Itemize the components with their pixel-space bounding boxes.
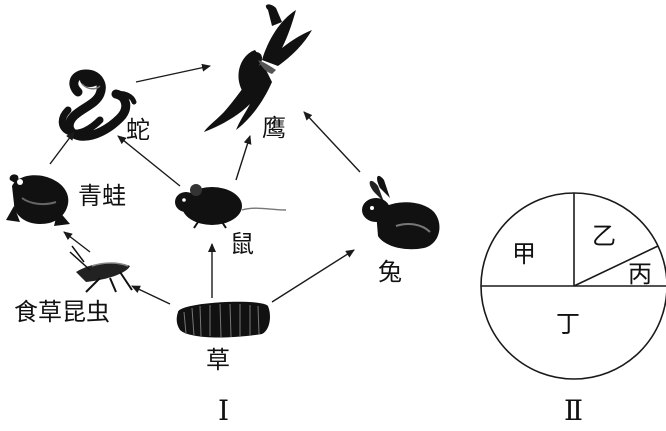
eagle-picture xyxy=(204,4,312,132)
arrow-mouse-to-eagle xyxy=(235,135,252,181)
arrow-snake-to-eagle xyxy=(135,63,211,83)
pie-label-jia: 甲 xyxy=(512,240,536,268)
label-mouse: 鼠 xyxy=(230,230,254,258)
arrow-grass-to-insect xyxy=(131,285,171,305)
label-frog: 青蛙 xyxy=(78,182,126,210)
figure-label-2: Ⅱ xyxy=(564,394,583,427)
frog-picture xyxy=(6,174,70,226)
pie-label-bing: 丙 xyxy=(628,260,652,288)
grass-picture xyxy=(176,301,270,338)
food-web: 蛇 鹰 青蛙 鼠 兔 食草昆虫 草 Ⅰ xyxy=(6,4,440,427)
arrow-rabbit-to-eagle xyxy=(303,111,361,173)
label-snake: 蛇 xyxy=(126,116,150,144)
insect-picture xyxy=(69,245,133,293)
label-rabbit: 兔 xyxy=(378,258,402,286)
pie-label-yi: 乙 xyxy=(592,222,616,250)
arrow-frog-to-snake xyxy=(49,131,75,165)
rabbit-picture xyxy=(362,175,440,250)
pie-figure: 甲 乙 丙 丁 Ⅱ xyxy=(480,192,666,427)
pie-label-ding: 丁 xyxy=(556,310,580,338)
arrow-mouse-to-snake xyxy=(117,135,181,187)
snake-picture xyxy=(58,69,137,141)
figure-label-1: Ⅰ xyxy=(218,394,229,427)
arrow-grass-to-rabbit xyxy=(271,249,355,303)
label-insect: 食草昆虫 xyxy=(14,298,110,326)
label-grass: 草 xyxy=(206,346,230,374)
pie-diagonal-divider xyxy=(573,245,659,287)
arrow-insect-to-frog xyxy=(63,231,91,253)
label-eagle: 鹰 xyxy=(262,114,286,142)
mouse-picture xyxy=(175,184,287,229)
